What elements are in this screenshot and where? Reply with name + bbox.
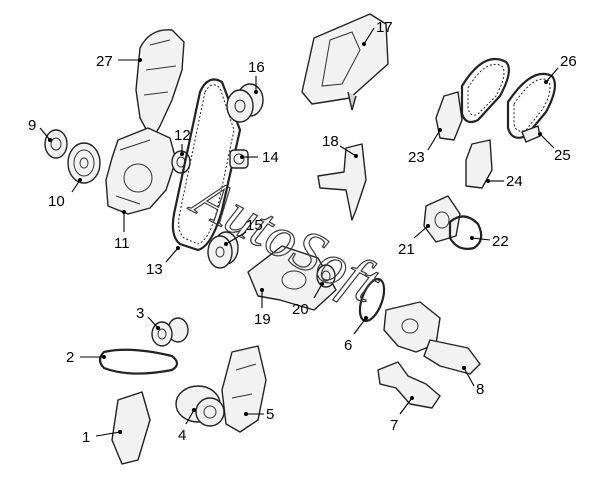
callout-14: 14 bbox=[262, 149, 279, 166]
callout-9: 9 bbox=[28, 117, 36, 134]
part-8-oil-pump-assembly bbox=[383, 301, 481, 375]
part-26-ribbed-belts bbox=[460, 57, 557, 139]
part-1-lower-cover bbox=[111, 391, 151, 465]
callout-labels: 1 2 3 4 5 6 7 8 9 10 11 12 13 14 15 16 1… bbox=[28, 19, 577, 446]
callout-21: 21 bbox=[398, 241, 415, 258]
callout-13: 13 bbox=[146, 261, 163, 278]
part-5-pump-housing-plate bbox=[221, 345, 267, 433]
part-7-pipe bbox=[377, 361, 441, 409]
callout-24: 24 bbox=[506, 173, 523, 190]
part-2-drive-belt bbox=[98, 348, 179, 375]
callout-11: 11 bbox=[114, 235, 130, 252]
callout-22: 22 bbox=[492, 233, 509, 250]
callout-15: 15 bbox=[246, 217, 263, 234]
callout-18: 18 bbox=[322, 133, 339, 150]
part-11-timing-cover-bracket bbox=[105, 127, 177, 215]
part-16-camshaft-sprocket bbox=[226, 83, 264, 123]
part-14-idler-roller bbox=[229, 149, 249, 169]
callout-12: 12 bbox=[174, 127, 191, 144]
callout-leaders bbox=[39, 27, 559, 437]
callout-5: 5 bbox=[266, 406, 274, 423]
callout-3: 3 bbox=[136, 305, 144, 322]
callout-10: 10 bbox=[48, 193, 65, 210]
part-20-seal bbox=[316, 264, 336, 288]
part-18-bracket bbox=[317, 143, 367, 221]
part-17-cover bbox=[301, 13, 389, 111]
callout-23: 23 bbox=[408, 149, 425, 166]
part-27-upper-timing-cover bbox=[135, 29, 185, 141]
callout-6: 6 bbox=[344, 337, 352, 354]
callout-7: 7 bbox=[390, 417, 398, 434]
callout-16: 16 bbox=[248, 59, 265, 76]
callout-1: 1 bbox=[82, 429, 90, 446]
part-23-bracket bbox=[435, 91, 463, 141]
part-25-clip bbox=[521, 125, 541, 143]
callout-17: 17 bbox=[376, 19, 393, 36]
part-4-water-pump bbox=[175, 385, 225, 427]
callout-19: 19 bbox=[254, 311, 271, 328]
callout-4: 4 bbox=[178, 427, 186, 444]
callout-20: 20 bbox=[292, 301, 309, 318]
part-9-pulley bbox=[44, 129, 68, 159]
part-24-bracket bbox=[465, 139, 493, 189]
callout-27: 27 bbox=[96, 53, 113, 70]
callout-26: 26 bbox=[560, 53, 577, 70]
part-3-pulley bbox=[151, 317, 189, 347]
part-13-timing-belt bbox=[171, 78, 242, 252]
part-10-crank-pulley bbox=[67, 142, 101, 184]
callout-8: 8 bbox=[476, 381, 484, 398]
callout-25: 25 bbox=[554, 147, 571, 164]
callout-2: 2 bbox=[66, 349, 74, 366]
